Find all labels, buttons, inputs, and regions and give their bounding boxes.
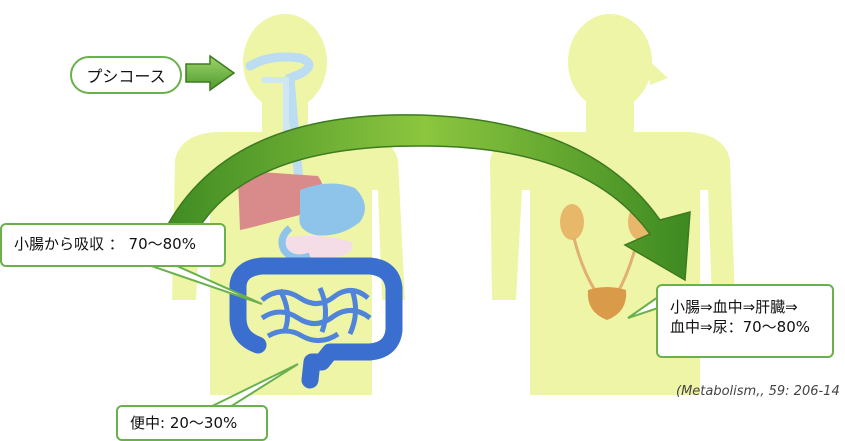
psicose-label: プシコース — [70, 56, 182, 94]
absorption-callout: 小腸から吸収 ： 70～80% — [0, 223, 226, 267]
absorption-text: 小腸から吸収 ： 70～80% — [14, 235, 196, 253]
feces-text: 便中: 20～30% — [130, 414, 237, 432]
urine-text-line1: 小腸⇒血中⇒肝臓⇒ — [670, 298, 820, 318]
input-arrow — [186, 56, 234, 90]
left-kidney — [560, 204, 584, 240]
citation: (Metabolism,, 59: 206-14 — [676, 384, 840, 399]
urine-callout: 小腸⇒血中⇒肝臓⇒ 血中⇒尿：70～80% — [656, 284, 834, 358]
feces-callout: 便中: 20～30% — [116, 405, 268, 441]
urine-text-line2: 血中⇒尿：70～80% — [670, 318, 820, 338]
